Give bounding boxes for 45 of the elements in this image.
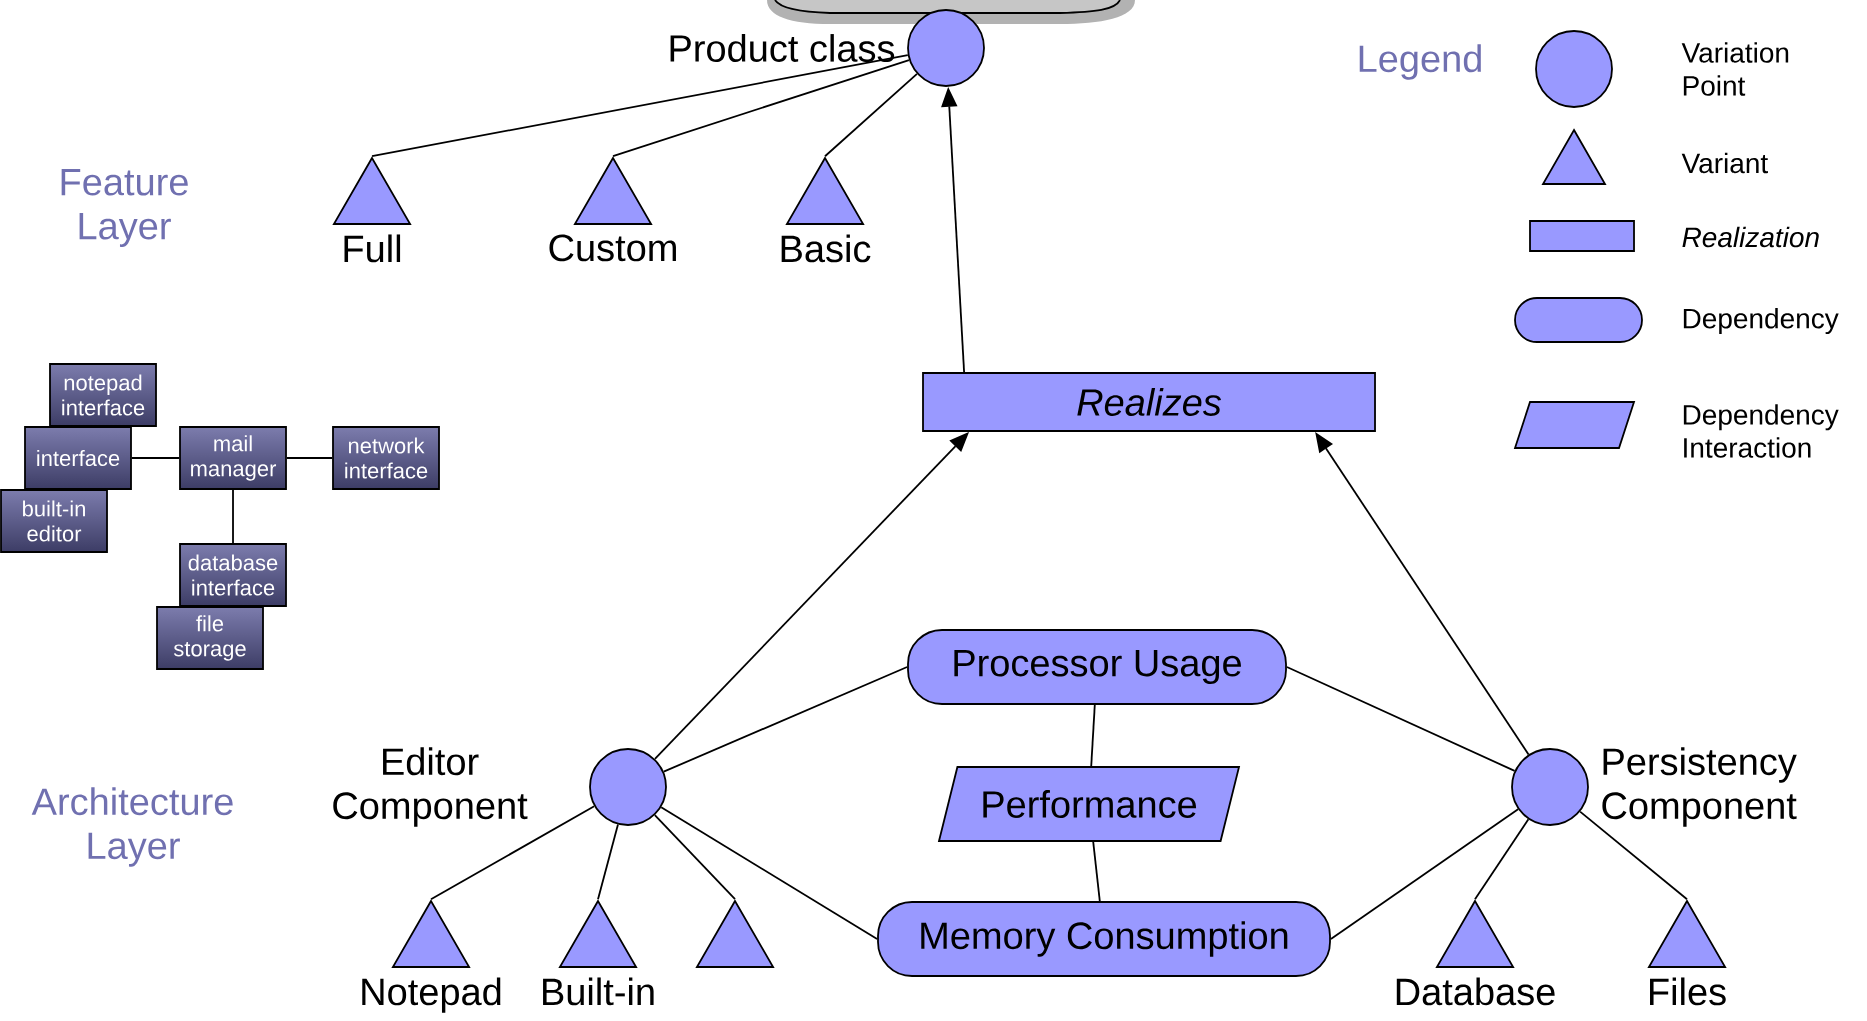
connector-line — [286, 457, 333, 459]
legend-text: Realization — [1682, 226, 1819, 248]
node-label: Custom — [549, 234, 676, 262]
node-label: Product class — [670, 34, 895, 62]
node-label: Notepad — [362, 977, 501, 1013]
connector-line — [1090, 704, 1096, 767]
connector-line — [1092, 841, 1101, 902]
connector-line — [660, 806, 878, 940]
connector-line — [1579, 810, 1688, 901]
legend-text: Dependency — [1683, 307, 1839, 335]
component-box: notepad interface — [49, 363, 157, 427]
component-box: database interface — [179, 543, 287, 607]
legend-text: Variant — [1681, 152, 1768, 174]
node-label: Persistency Component — [1602, 747, 1797, 827]
component-box: mail manager — [179, 426, 287, 490]
legend-text: Dependency Interaction — [1683, 404, 1839, 458]
connector-line — [430, 805, 596, 901]
layer-label: Feature Layer — [61, 169, 188, 247]
component-box: built-in editor — [0, 489, 108, 553]
component-box: network interface — [332, 426, 440, 490]
connector-line — [371, 54, 909, 158]
node-label: Database — [1396, 977, 1555, 1006]
dependency-box: Processor Usage — [907, 629, 1287, 705]
connector-line — [824, 73, 918, 158]
connector-line — [1330, 808, 1519, 940]
node-label: Built-in — [543, 977, 654, 1006]
realization-box: Realizes — [922, 372, 1376, 432]
layer-label: Architecture Layer — [31, 787, 233, 867]
connector-line — [662, 666, 908, 773]
connector-line — [653, 814, 736, 901]
legend-text: Variation Point — [1681, 42, 1789, 96]
component-box: interface — [24, 426, 132, 490]
node-label: Basic — [781, 234, 871, 263]
connector-line — [131, 457, 180, 459]
dependency-box: Memory Consumption — [877, 901, 1331, 977]
connector-line — [612, 59, 910, 158]
connector-line — [597, 823, 619, 901]
connector-line — [1286, 666, 1516, 772]
node-label: Full — [344, 234, 401, 263]
connector-line — [1474, 818, 1530, 901]
component-box: file storage — [156, 606, 264, 670]
connector-line — [232, 489, 234, 544]
node-label: Files — [1650, 977, 1726, 1006]
node-label: Editor Component — [333, 747, 528, 827]
legend-title: Legend — [1359, 44, 1481, 80]
